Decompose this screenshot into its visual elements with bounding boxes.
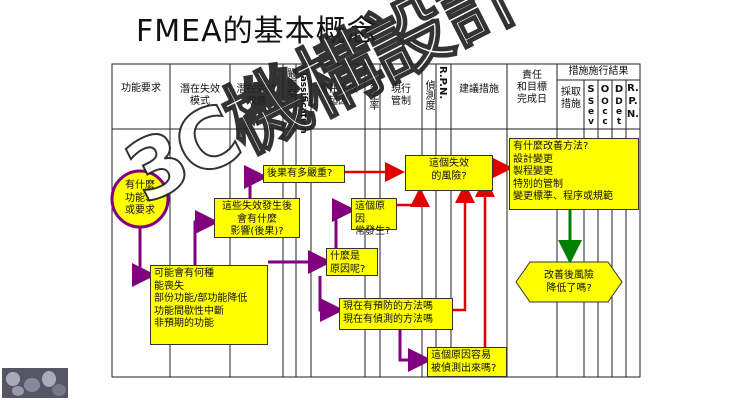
header-action-results: 措施施行結果 <box>568 66 629 77</box>
header-severity: 嚴重度 <box>284 68 295 98</box>
function-circle-label: 有什麼 功能、 或要求 <box>125 180 155 216</box>
header-s: S <box>587 84 595 95</box>
severity-question-box: 後果有多嚴重? <box>263 165 345 183</box>
header-failure-effect: 潛在失效 效應 <box>236 84 277 107</box>
risk-reduced-shape <box>515 261 623 303</box>
header-det: D e t <box>615 97 623 127</box>
detection-question-box: 這個原因容易 被偵測出來嗎? <box>427 347 507 377</box>
header-function: 功能要求 <box>121 83 161 94</box>
thumbnail-image <box>2 368 68 398</box>
risk-reduced-question: 改善後風險 降低了嗎? <box>544 270 594 294</box>
effect-question-box: 這些失效發生後 會有什麼 影響(後果)? <box>214 198 300 238</box>
header-occurrence: 發生率 <box>367 80 378 110</box>
header-failure-mode: 潛在失效 模式 <box>180 84 220 107</box>
function-circle <box>110 169 170 229</box>
header-d: D <box>614 84 624 95</box>
header-recommended-actions: 建議措施 <box>459 84 499 95</box>
actions-list-box: 有什麼改善方法? 設計變更 製程變更 特別的管制 變更標準、程序或規範 <box>509 138 639 210</box>
occurrence-question-box: 這個原因 常發生? <box>351 198 397 237</box>
risk-question-box: 這個失效 的風險? <box>405 155 493 191</box>
page-title: FMEA的基本概念 <box>136 14 378 49</box>
cause-question-box: 什麼是 原因呢? <box>326 248 378 276</box>
header-rpn: R.P.N. <box>437 66 448 100</box>
header-o: O <box>600 84 610 95</box>
header-actions-taken: 採取 措施 <box>561 87 581 110</box>
header-detection: 偵測度 <box>423 80 434 110</box>
header-r-p-n: R. P. N. <box>626 83 640 120</box>
current-controls-question-box: 現在有預防的方法嗎 現在有偵測的方法嗎 <box>339 298 453 330</box>
header-sev: S e v <box>587 97 595 127</box>
header-occ: O c c <box>601 97 609 127</box>
failure-modes-box: 可能會有何種 能喪失 部份功能/部功能降低 功能間歇性中斷 非預期的功能 <box>150 265 268 345</box>
header-failure-cause: 潛在失效 起因 <box>318 84 358 107</box>
header-current-controls: 現行 管制 <box>391 84 411 107</box>
header-responsibility: 責任 和目標 完成日 <box>517 70 547 105</box>
header-classification: Classification <box>298 66 308 134</box>
